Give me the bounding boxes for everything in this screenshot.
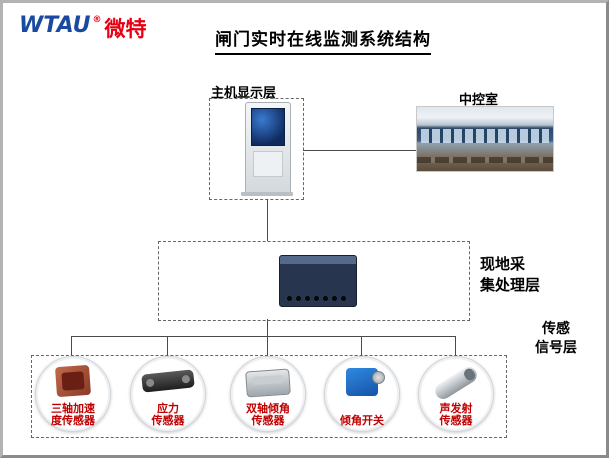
connector-kiosk-to-control-room [303, 150, 416, 151]
sensor-node-acoustic-emission: 声发射 传感器 [418, 356, 494, 432]
host-display-dashed-box [209, 98, 304, 200]
sensor-label-line2: 传感器 [251, 414, 285, 427]
sensor-label: 声发射 传感器 [419, 403, 493, 427]
stress-sensor-image [141, 369, 195, 393]
processing-layer-label: 现地采 集处理层 [480, 254, 570, 296]
tilt-switch-image [346, 368, 385, 396]
connector-processing-to-trunk [267, 319, 268, 336]
monitor-kiosk-image [245, 102, 291, 194]
connector-kiosk-to-processing [267, 199, 268, 241]
connector-drop-4 [361, 336, 362, 356]
connector-drop-3 [267, 336, 268, 356]
control-room-label: 中控室 [459, 93, 499, 108]
logo-wtau-text: WTAU [19, 13, 91, 38]
data-acquisition-device-image [279, 255, 357, 307]
sensor-label-line1: 双轴倾角 [246, 402, 290, 415]
dual-axis-tilt-sensor-image [245, 368, 291, 398]
kiosk-base [241, 192, 293, 196]
diagram-title-text: 闸门实时在线监测系统结构 [215, 25, 431, 55]
sensor-label: 三轴加速 度传感器 [36, 403, 110, 427]
sensor-label: 双轴倾角 传感器 [231, 403, 305, 427]
sensor-node-stress: 应力 传感器 [130, 356, 206, 432]
host-display-layer-label: 主机显示层 [211, 86, 277, 101]
sensor-label-line1: 三轴加速 [51, 402, 95, 415]
sensor-node-dual-axis-tilt: 双轴倾角 传感器 [230, 356, 306, 432]
connector-drop-2 [167, 336, 168, 356]
connector-drop-1 [71, 336, 72, 356]
processing-layer-dashed-box [158, 241, 470, 321]
acoustic-emission-sensor-image [432, 364, 480, 402]
connector-trunk-line [71, 336, 456, 337]
sensor-layer-label-line2: 信号层 [535, 340, 577, 356]
sensor-node-tilt-switch: 倾角开关 [324, 356, 400, 432]
sensor-label: 应力 传感器 [131, 403, 205, 427]
registered-mark-icon: ® [92, 15, 102, 25]
logo-chinese-text: 微特 [104, 17, 147, 41]
three-axis-acceleration-sensor-image [54, 364, 92, 398]
connector-drop-5 [455, 336, 456, 356]
sensor-label-line2: 度传感器 [51, 414, 95, 427]
processing-layer-label-line2: 集处理层 [480, 276, 541, 294]
sensor-label-line2: 传感器 [151, 414, 185, 427]
diagram-title: 闸门实时在线监测系统结构 [143, 25, 503, 55]
sensor-node-three-axis-acceleration: 三轴加速 度传感器 [35, 356, 111, 432]
sensor-label-line2: 传感器 [439, 414, 473, 427]
sensor-layer-dashed-box [31, 355, 507, 438]
control-room-photo [416, 106, 554, 172]
sensor-signal-layer-label: 传感 信号层 [524, 320, 588, 358]
processing-layer-label-line1: 现地采 [480, 255, 526, 273]
sensor-label: 倾角开关 [325, 415, 399, 427]
company-logo: WTAU ® 微特 [19, 13, 146, 43]
sensor-label-line1: 应力 [157, 402, 179, 415]
sensor-label-line1: 倾角开关 [340, 414, 384, 427]
sensor-layer-label-line1: 传感 [542, 321, 570, 337]
kiosk-panel [253, 151, 283, 177]
kiosk-screen [251, 108, 285, 146]
sensor-label-line1: 声发射 [439, 402, 473, 415]
